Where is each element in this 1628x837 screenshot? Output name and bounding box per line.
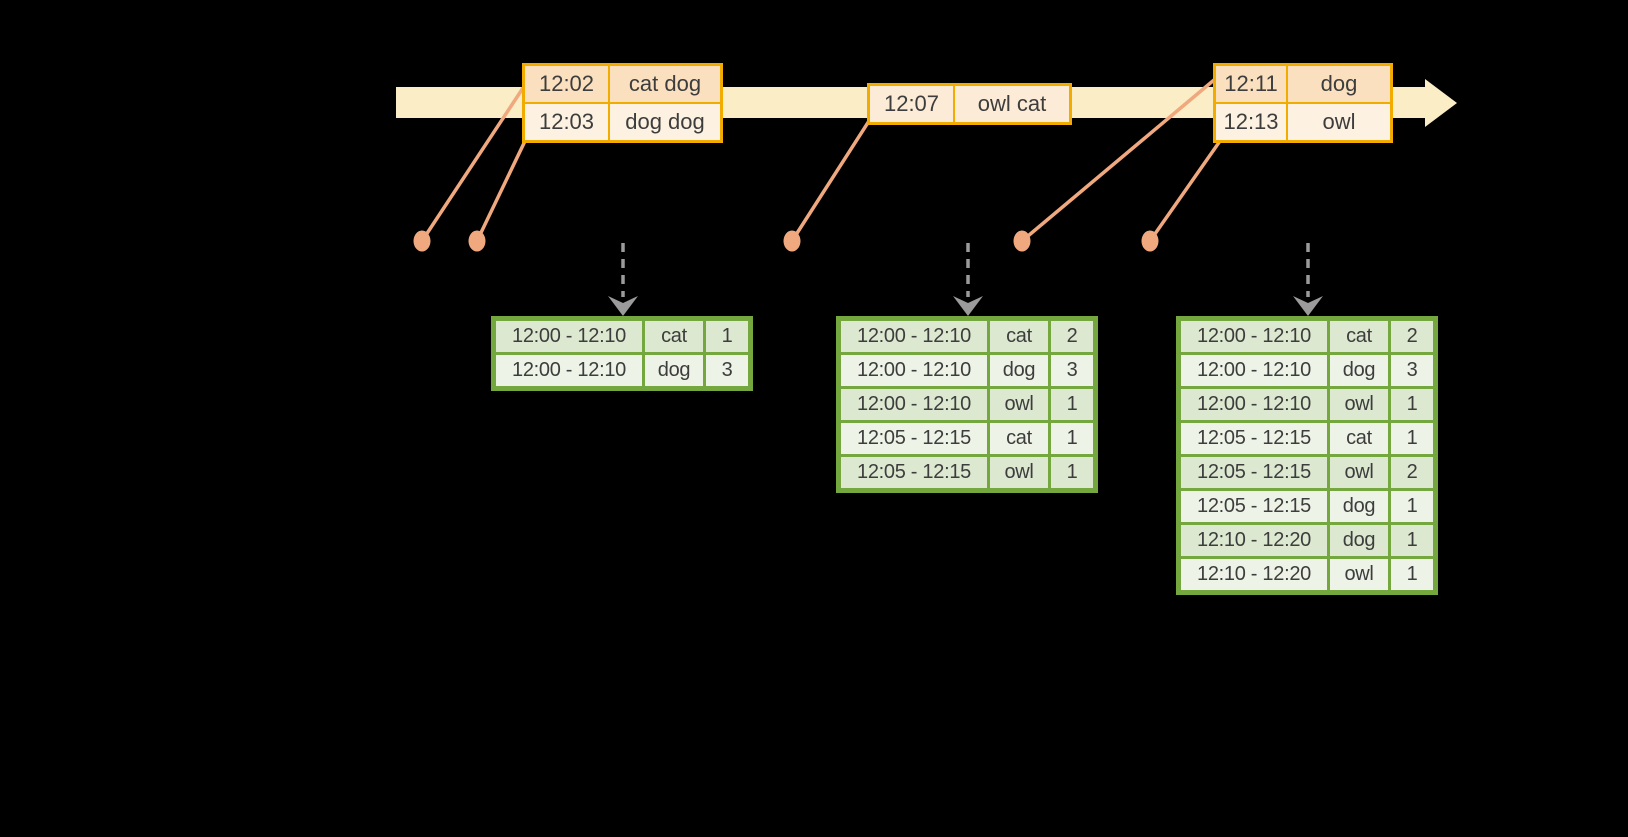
- event-row: 12:11 dog: [1216, 66, 1390, 102]
- count-cell: 2: [1048, 318, 1096, 355]
- event-box-12-07: 12:07 owl cat: [867, 83, 1072, 125]
- count-cell: 1: [1048, 420, 1096, 457]
- count-cell: 1: [1388, 488, 1436, 525]
- connector-line: [475, 138, 528, 242]
- word-cell: dog: [642, 352, 706, 389]
- count-cell: 3: [1388, 352, 1436, 389]
- event-dot: [413, 230, 431, 252]
- word-cell: cat: [987, 420, 1051, 457]
- trigger-arrowhead-icon: [1293, 296, 1323, 316]
- window-cell: 12:05 - 12:15: [1178, 488, 1330, 525]
- event-time: 12:07: [870, 86, 955, 122]
- word-cell: dog: [1327, 352, 1391, 389]
- count-cell: 2: [1388, 454, 1436, 491]
- window-cell: 12:10 - 12:20: [1178, 556, 1330, 593]
- event-time: 12:02: [525, 66, 610, 102]
- count-cell: 1: [1388, 386, 1436, 423]
- event-time: 12:11: [1216, 66, 1288, 102]
- event-box-12-11: 12:11 dog 12:13 owl: [1213, 63, 1393, 143]
- count-cell: 3: [1048, 352, 1096, 389]
- window-cell: 12:05 - 12:15: [1178, 454, 1330, 491]
- window-cell: 12:05 - 12:15: [1178, 420, 1330, 457]
- word-cell: cat: [987, 318, 1051, 355]
- window-cell: 12:05 - 12:15: [838, 454, 990, 491]
- event-dots: [413, 230, 1159, 252]
- window-cell: 12:00 - 12:10: [493, 352, 645, 389]
- trigger-arrowhead-icon: [953, 296, 983, 316]
- event-time: 12:03: [525, 104, 610, 140]
- word-cell: dog: [1327, 522, 1391, 559]
- timeline-arrowhead-icon: [1425, 79, 1457, 127]
- window-cell: 12:10 - 12:20: [1178, 522, 1330, 559]
- window-cell: 12:05 - 12:15: [838, 420, 990, 457]
- word-cell: dog: [1327, 488, 1391, 525]
- word-cell: owl: [1327, 556, 1391, 593]
- count-cell: 3: [703, 352, 751, 389]
- window-cell: 12:00 - 12:10: [1178, 352, 1330, 389]
- event-row: 12:07 owl cat: [870, 86, 1069, 122]
- word-cell: cat: [1327, 318, 1391, 355]
- count-cell: 2: [1388, 318, 1436, 355]
- word-cell: owl: [987, 454, 1051, 491]
- count-cell: 1: [1388, 420, 1436, 457]
- count-cell: 1: [1388, 556, 1436, 593]
- event-box-12-02: 12:02 cat dog 12:03 dog dog: [522, 63, 723, 143]
- event-dot: [1013, 230, 1031, 252]
- event-words: owl: [1322, 109, 1356, 134]
- word-cell: cat: [642, 318, 706, 355]
- word-cell: owl: [1327, 454, 1391, 491]
- event-dot: [783, 230, 801, 252]
- window-cell: 12:00 - 12:10: [838, 318, 990, 355]
- event-words: dog dog: [625, 109, 705, 134]
- event-row: 12:13 owl: [1216, 102, 1390, 140]
- event-dot: [468, 230, 486, 252]
- window-cell: 12:00 - 12:10: [493, 318, 645, 355]
- count-cell: 1: [1388, 522, 1436, 559]
- count-cell: 1: [1048, 454, 1096, 491]
- word-cell: dog: [987, 352, 1051, 389]
- trigger-arrows: [608, 243, 1323, 316]
- trigger-arrowhead-icon: [608, 296, 638, 316]
- connector-line: [790, 120, 871, 242]
- window-cell: 12:00 - 12:10: [838, 352, 990, 389]
- event-dot: [1141, 230, 1159, 252]
- count-cell: 1: [703, 318, 751, 355]
- word-cell: owl: [1327, 386, 1391, 423]
- event-words: cat dog: [628, 71, 702, 96]
- window-cell: 12:00 - 12:10: [1178, 318, 1330, 355]
- event-words: dog: [1320, 71, 1358, 96]
- event-row: 12:03 dog dog: [525, 102, 720, 140]
- window-cell: 12:00 - 12:10: [838, 386, 990, 423]
- connector-line: [1148, 139, 1222, 243]
- event-row: 12:02 cat dog: [525, 66, 720, 102]
- window-cell: 12:00 - 12:10: [1178, 386, 1330, 423]
- word-cell: cat: [1327, 420, 1391, 457]
- word-cell: owl: [987, 386, 1051, 423]
- count-cell: 1: [1048, 386, 1096, 423]
- event-words: owl cat: [977, 91, 1047, 116]
- event-time: 12:13: [1216, 104, 1288, 140]
